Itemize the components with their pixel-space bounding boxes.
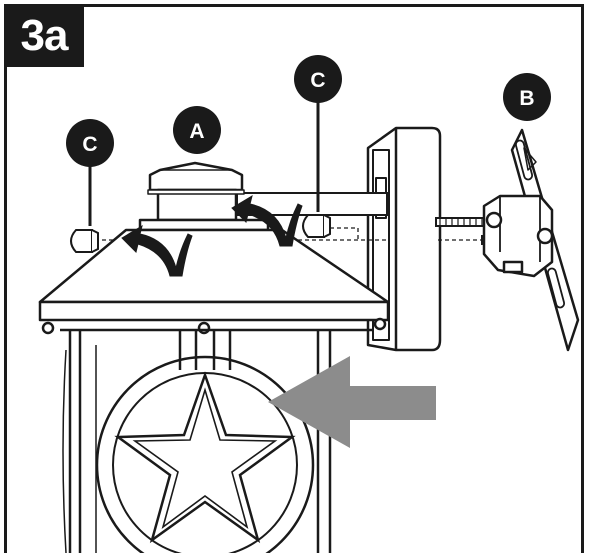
left-arrow-icon [268, 356, 436, 448]
lantern-roof [38, 218, 390, 335]
callout-c-left: C [66, 119, 114, 167]
callout-label: C [310, 69, 325, 92]
callout-b: B [503, 73, 551, 121]
rotate-counterclockwise-icon [121, 224, 193, 277]
step-frame [4, 4, 584, 553]
callout-c-right: C [294, 55, 342, 103]
callout-label: B [519, 87, 534, 110]
step-number-badge: 3a [4, 4, 84, 67]
lantern-cap [147, 161, 245, 222]
wall-mounting-plate [366, 126, 442, 352]
rotate-counterclockwise-icon [231, 194, 303, 247]
acorn-nut-right [302, 214, 331, 238]
lantern-body [60, 328, 372, 553]
callout-label: C [82, 133, 97, 156]
callout-a: A [173, 106, 221, 154]
crossbar-bracket [482, 128, 580, 352]
acorn-nut-left [70, 229, 99, 253]
star-medallion [95, 355, 315, 553]
callout-label: A [189, 120, 204, 143]
